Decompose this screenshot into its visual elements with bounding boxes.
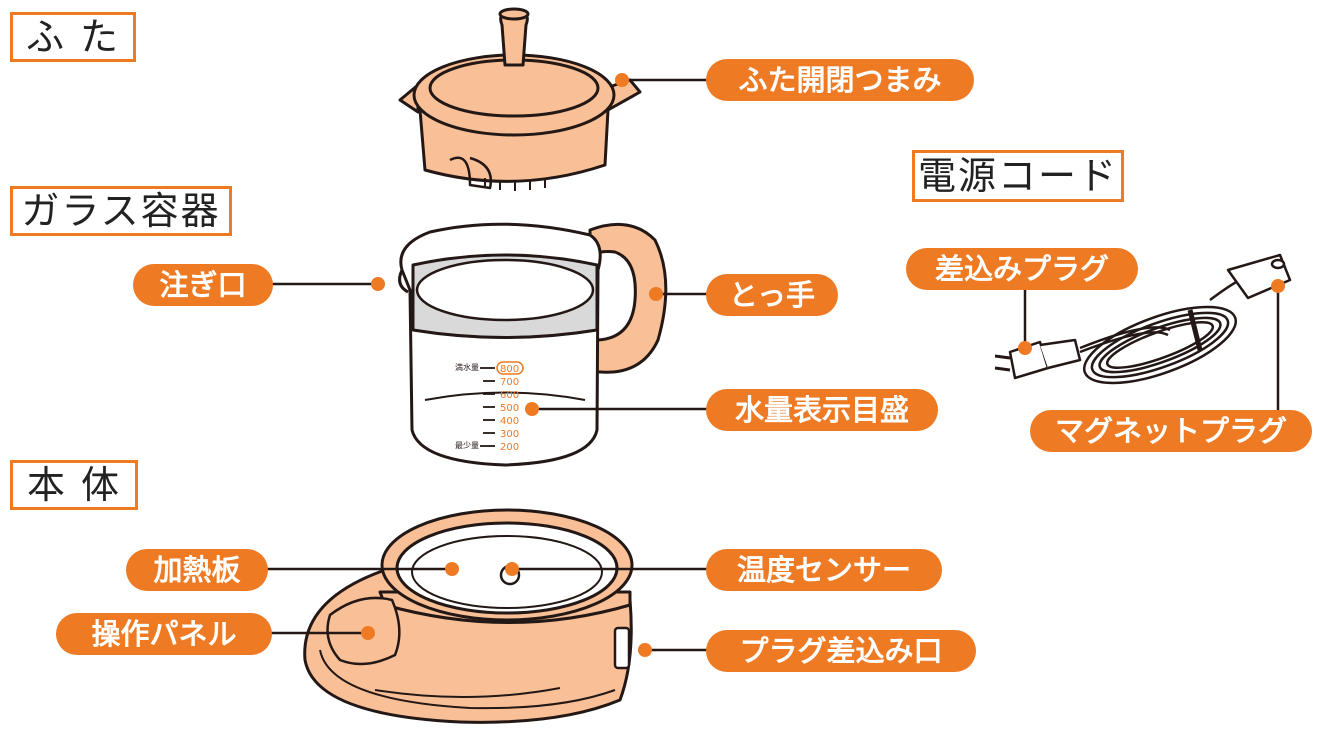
scale-max-label: 満水量 xyxy=(455,362,479,372)
water-level-marker xyxy=(525,402,539,416)
scale-mark-300: 300 xyxy=(500,429,519,440)
lid-illustration xyxy=(398,7,642,191)
callout-spout: 注ぎ口 xyxy=(133,264,273,306)
scale-mark-700: 700 xyxy=(500,377,519,388)
temperature-sensor-marker xyxy=(505,562,519,576)
section-title-main-body: 本 体 xyxy=(10,460,138,510)
scale-mark-500: 500 xyxy=(500,403,519,414)
callout-temperature-sensor: 温度センサー xyxy=(706,549,942,591)
scale-mark-800: 800 xyxy=(500,364,519,375)
water-level-scale xyxy=(480,361,524,447)
magnet-plug-marker xyxy=(1271,279,1285,293)
callout-control-panel: 操作パネル xyxy=(56,613,272,655)
callout-lid-knob: ふた開閉つまみ xyxy=(706,59,974,101)
callout-heating-plate: 加熱板 xyxy=(126,549,268,591)
handle-marker xyxy=(649,287,663,301)
insert-plug-marker xyxy=(1018,341,1032,355)
callout-magnet-plug: マグネットプラグ xyxy=(1030,410,1312,452)
scale-mark-400: 400 xyxy=(500,416,519,427)
power-cord-illustration xyxy=(994,253,1292,385)
section-title-lid: ふ た xyxy=(10,12,136,62)
callout-insert-plug: 差込みプラグ xyxy=(906,248,1138,290)
callout-handle: とっ手 xyxy=(706,274,838,316)
main-body-illustration xyxy=(303,508,634,724)
callout-water-level-scale: 水量表示目盛 xyxy=(706,389,938,431)
callout-plug-socket: プラグ差込み口 xyxy=(706,630,976,672)
lid-knob-marker xyxy=(615,73,629,87)
heating-plate-marker xyxy=(445,562,459,576)
glass-container-illustration xyxy=(398,222,668,467)
scale-mark-200: 200 xyxy=(500,442,519,453)
scale-mark-600: 600 xyxy=(500,390,519,401)
control-panel-marker xyxy=(361,626,375,640)
spout-marker xyxy=(371,277,385,291)
scale-min-label: 最少量 xyxy=(455,441,479,450)
section-title-power-cord: 電源コード xyxy=(912,150,1124,202)
section-title-glass-container: ガラス容器 xyxy=(10,186,232,236)
plug-socket-marker xyxy=(638,643,652,657)
